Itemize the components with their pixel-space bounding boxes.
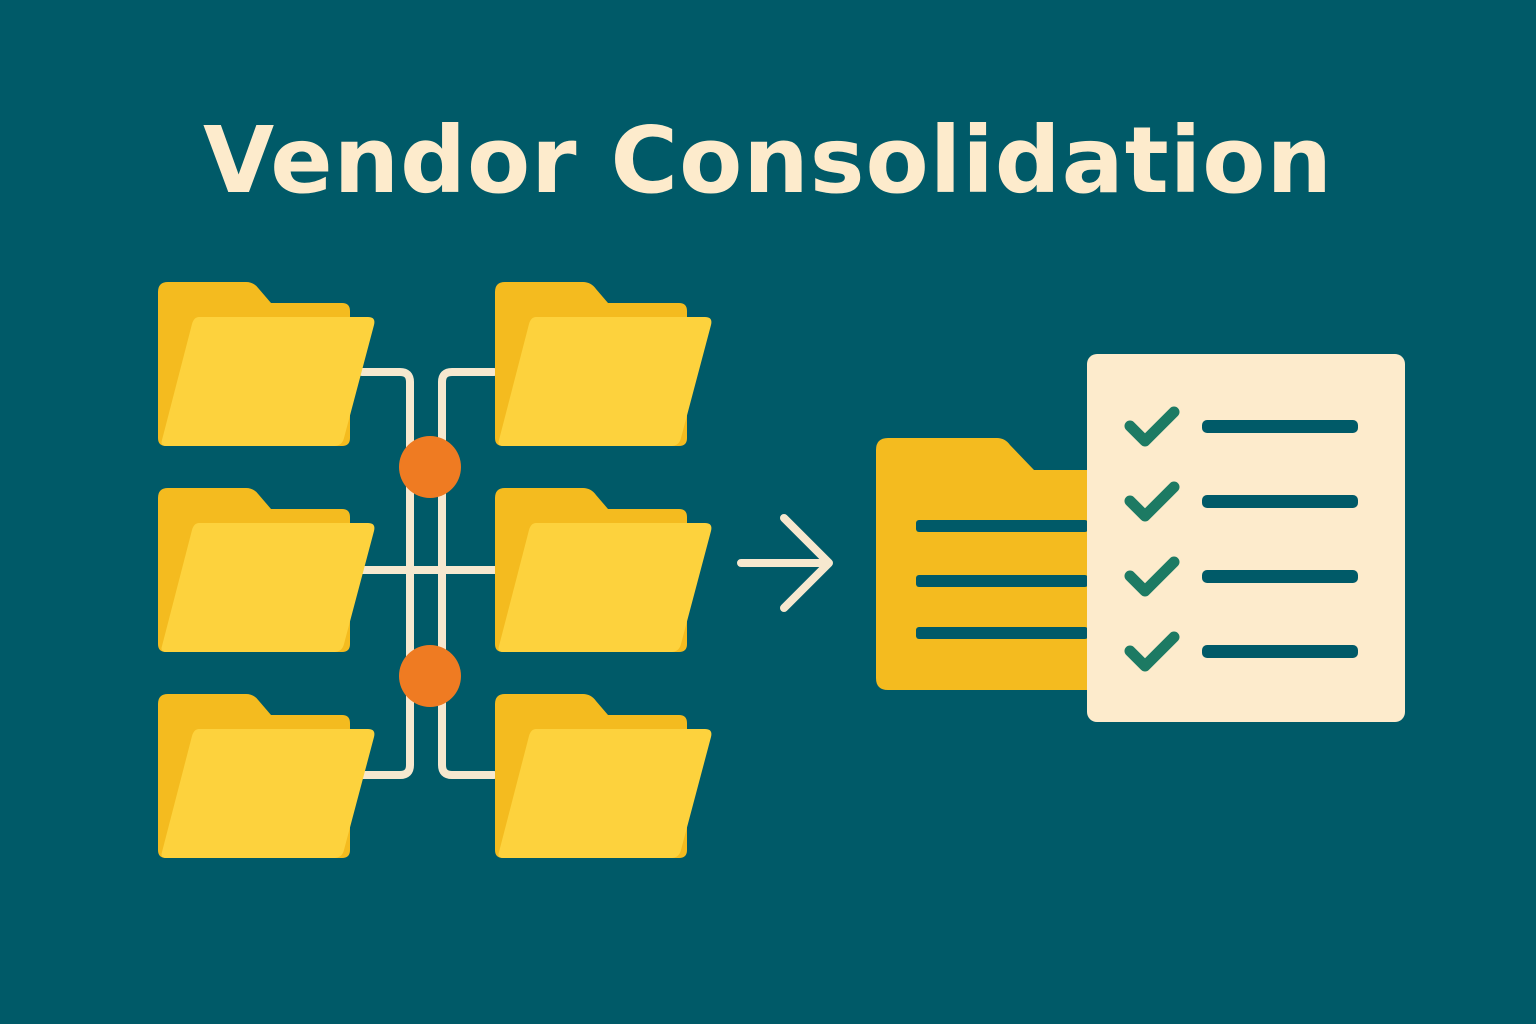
checkmark-icon [1124, 556, 1180, 597]
checklist-line [1202, 495, 1358, 508]
checkmark-icon [1124, 406, 1180, 447]
checkmark-icon [1124, 631, 1180, 672]
checklist-icon [1087, 354, 1405, 722]
folder-icon [495, 488, 712, 652]
arrow-right-icon [737, 514, 833, 612]
folder-icon [158, 488, 375, 652]
connector-lines [358, 368, 499, 779]
checklist-line [1202, 570, 1358, 583]
checklist-item [1124, 481, 1358, 522]
checklist-line [1202, 645, 1358, 658]
consolidated-folder-icon [876, 438, 1100, 690]
folder-icon [495, 694, 712, 858]
hub-node [399, 645, 461, 707]
folder-icon [495, 282, 712, 446]
checklist-item [1124, 406, 1358, 447]
folder-lines [916, 520, 1088, 639]
checklist-item [1124, 631, 1358, 672]
hub-node [399, 436, 461, 498]
checklist-line [1202, 420, 1358, 433]
folder-icon [158, 282, 375, 446]
page-title: Vendor Consolidation [203, 107, 1333, 214]
connector-line [438, 368, 498, 779]
checkmark-icon [1124, 481, 1180, 522]
hub-nodes [399, 436, 461, 707]
folder-icon [158, 694, 375, 858]
checklist-item [1124, 556, 1358, 597]
